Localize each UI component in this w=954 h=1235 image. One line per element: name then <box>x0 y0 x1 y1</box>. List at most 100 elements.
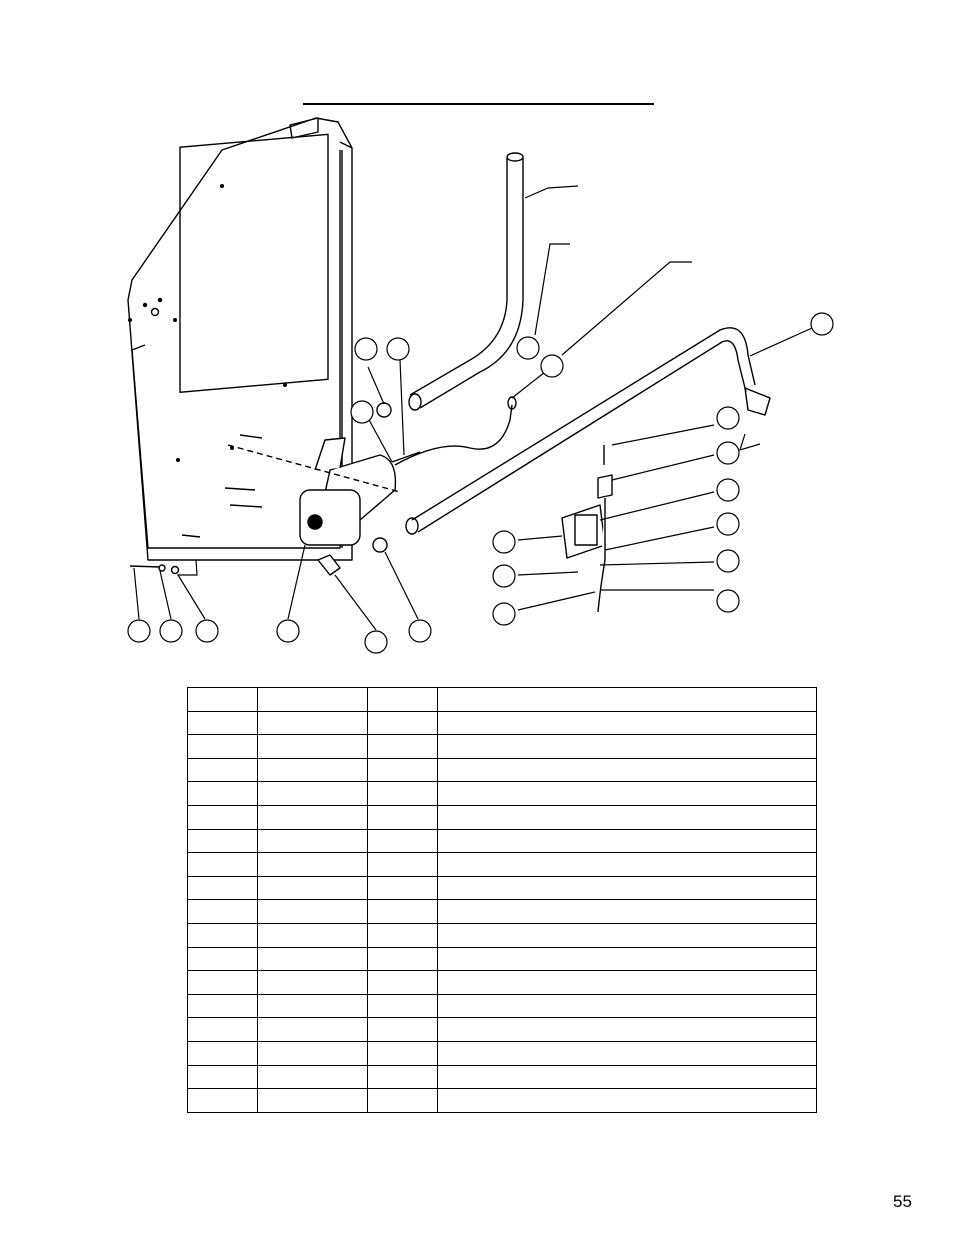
page-number: 55 <box>893 1192 912 1211</box>
table-cell <box>257 899 368 924</box>
table-row <box>187 1088 817 1113</box>
table-cell <box>437 852 817 877</box>
table-row <box>187 946 817 972</box>
table-cell <box>437 899 817 924</box>
table-cell <box>437 1017 817 1042</box>
table-cell <box>437 687 817 712</box>
table-row <box>187 970 817 995</box>
table-cell <box>187 828 258 854</box>
table-cell <box>187 781 258 806</box>
table-cell <box>257 710 368 736</box>
callout-circles <box>127 312 834 654</box>
table-cell <box>437 993 817 1019</box>
table-cell <box>367 946 438 972</box>
table-cell <box>187 1040 258 1066</box>
table-cell <box>437 1064 817 1090</box>
table-cell <box>257 946 368 972</box>
table-row <box>187 852 817 877</box>
table-cell <box>437 734 817 759</box>
table-cell <box>367 1088 438 1113</box>
table-cell <box>257 1040 368 1066</box>
table-cell <box>257 1088 368 1113</box>
table-row <box>187 875 817 901</box>
table-cell <box>257 875 368 901</box>
table-cell <box>437 1088 817 1113</box>
table-row <box>187 734 817 759</box>
table-cell <box>257 687 368 712</box>
table-cell <box>187 710 258 736</box>
table-cell <box>437 922 817 948</box>
table-cell <box>257 781 368 806</box>
table-cell <box>257 852 368 877</box>
table-cell <box>367 970 438 995</box>
table-cell <box>367 687 438 712</box>
bolt-and-washers <box>129 564 180 575</box>
table-row <box>187 828 817 854</box>
table-cell <box>367 1040 438 1066</box>
table-cell <box>437 875 817 901</box>
table-row <box>187 899 817 924</box>
table-cell <box>437 781 817 806</box>
callout-leaders <box>133 185 813 631</box>
table-row <box>187 687 817 712</box>
table-cell <box>367 828 438 854</box>
table-cell <box>257 757 368 783</box>
table-cell <box>437 946 817 972</box>
table-cell <box>187 1064 258 1090</box>
table-cell <box>257 828 368 854</box>
table-cell <box>187 899 258 924</box>
table-cell <box>187 734 258 759</box>
wiring <box>391 396 517 466</box>
switch-box <box>561 445 613 613</box>
table-row <box>187 922 817 948</box>
table-cell <box>437 757 817 783</box>
table-cell <box>437 710 817 736</box>
table-cell <box>367 1064 438 1090</box>
table-cell <box>367 993 438 1019</box>
table-cell <box>187 1017 258 1042</box>
table-cell <box>437 970 817 995</box>
side-panel <box>127 117 353 561</box>
table-cell <box>187 875 258 901</box>
rigid-tube <box>408 152 524 411</box>
title-underline <box>303 103 654 105</box>
table-row <box>187 710 817 736</box>
table-cell <box>367 781 438 806</box>
table-cell <box>367 734 438 759</box>
table-cell <box>257 922 368 948</box>
table-cell <box>257 993 368 1019</box>
table-cell <box>437 1040 817 1066</box>
table-row <box>187 1064 817 1090</box>
table-row <box>187 757 817 783</box>
table-cell <box>187 1088 258 1113</box>
table-cell <box>187 804 258 830</box>
panel-holes <box>128 184 287 462</box>
table-cell <box>367 875 438 901</box>
table-row <box>187 781 817 806</box>
panel-slots <box>181 434 263 538</box>
table-cell <box>257 970 368 995</box>
table-cell <box>257 804 368 830</box>
table-row <box>187 1040 817 1066</box>
table-cell <box>437 804 817 830</box>
table-cell <box>367 922 438 948</box>
table-cell <box>187 970 258 995</box>
table-row <box>187 1017 817 1042</box>
table-cell <box>187 852 258 877</box>
table-cell <box>257 1017 368 1042</box>
table-cell <box>187 687 258 712</box>
table-cell <box>367 757 438 783</box>
table-cell <box>257 734 368 759</box>
table-cell <box>367 899 438 924</box>
parts-table-body <box>187 687 817 1113</box>
pump-assembly <box>299 437 397 576</box>
table-cell <box>367 1017 438 1042</box>
table-cell <box>187 922 258 948</box>
table-cell <box>187 993 258 1019</box>
table-cell <box>367 710 438 736</box>
table-row <box>187 993 817 1019</box>
parts-list-table <box>187 687 817 1113</box>
exploded-parts-diagram <box>127 117 834 654</box>
table-cell <box>367 804 438 830</box>
table-row <box>187 804 817 830</box>
